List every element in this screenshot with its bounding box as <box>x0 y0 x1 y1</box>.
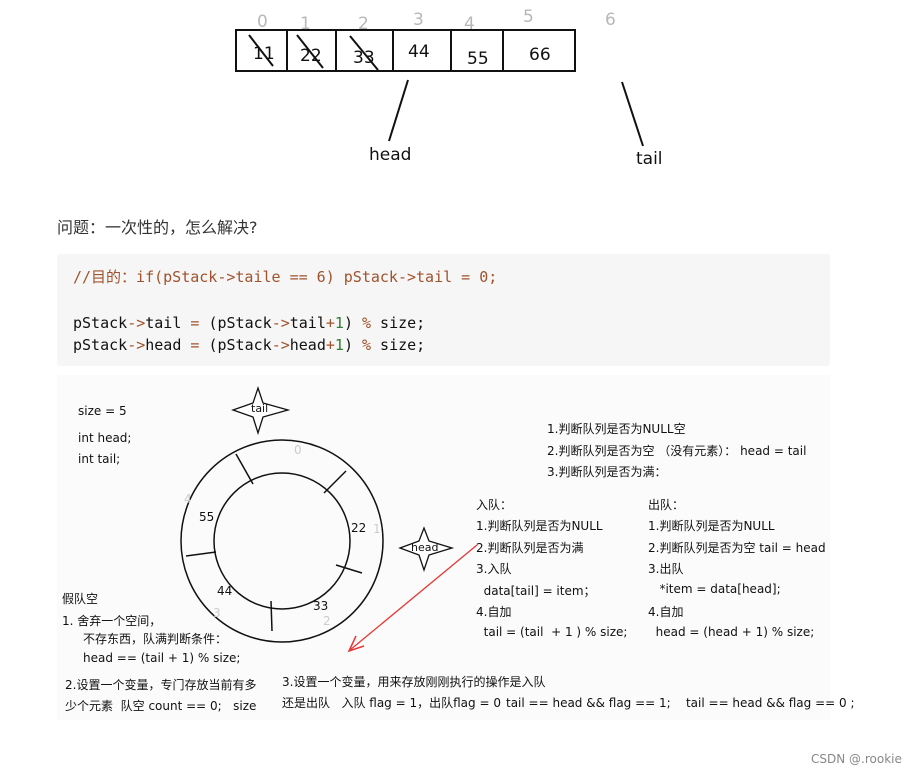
enqueue-step: 4.自加 <box>476 605 512 619</box>
ring-index-2: 2 <box>323 614 331 628</box>
array-boxes <box>235 29 644 147</box>
ring-value-44: 44 <box>217 584 233 598</box>
array-index-3: 3 <box>413 10 424 30</box>
code-token: tail <box>289 314 326 332</box>
dequeue-step: 4.自加 <box>648 605 684 619</box>
code-token: 1 <box>334 314 344 332</box>
ring-value-55: 55 <box>199 510 215 524</box>
array-index-6: 6 <box>605 10 616 30</box>
code-token: head <box>289 336 326 354</box>
method2-line: 少个元素 队空 count == 0; size <box>65 699 257 713</box>
fake-empty-line: head == (tail + 1) % size; <box>83 651 241 665</box>
dequeue-step: *item = data[head]; <box>648 582 781 596</box>
array-cell-1: 22 <box>300 46 322 66</box>
code-line-tail: pStack->tail = (pStack->tail+1) % size; <box>73 314 425 332</box>
code-block: //目的：if(pStack->taile == 6) pStack->tail… <box>57 254 830 366</box>
array-cell-5: 66 <box>529 45 551 65</box>
code-token: % <box>362 336 372 354</box>
code-token: 1 <box>334 336 344 354</box>
code-token: + <box>325 336 335 354</box>
check-line-1: 1.判断队列是否为NULL空 <box>547 422 686 436</box>
array-index-2: 2 <box>358 14 369 34</box>
array-cell-0: 11 <box>253 44 275 64</box>
code-token: -> <box>271 314 290 332</box>
code-token: (pStack <box>199 314 272 332</box>
dequeue-title: 出队： <box>648 498 685 512</box>
check-line-3: 3.判断队列是否为满： <box>547 465 667 479</box>
array-index-1: 1 <box>300 14 311 34</box>
method3-line: tail == head && flag == 1; tail == head … <box>506 696 855 710</box>
head-pointer-label: head <box>369 145 412 165</box>
code-token: = <box>190 314 200 332</box>
code-token: -> <box>127 314 146 332</box>
ring-index-1: 1 <box>373 522 381 536</box>
code-token: pStack <box>73 336 128 354</box>
array-cell-2: 33 <box>353 48 375 68</box>
dequeue-step: 2.判断队列是否为空 tail = head <box>648 541 826 555</box>
method3-line: 还是出队 入队 flag = 1，出队flag = 0 <box>282 696 501 710</box>
code-token: size; <box>371 336 426 354</box>
int-tail-label: int tail; <box>78 452 121 466</box>
enqueue-title: 入队： <box>476 498 513 512</box>
head-star-label: head <box>411 541 439 554</box>
ring-index-4: 4 <box>184 492 192 506</box>
code-token: size; <box>371 314 426 332</box>
enqueue-step: 3.入队 <box>476 562 512 576</box>
code-token: pStack <box>73 314 128 332</box>
int-head-label: int head; <box>78 431 132 445</box>
ring-value-22: 22 <box>351 521 367 535</box>
question-text: 问题：一次性的，怎么解决? <box>57 218 258 237</box>
size-label: size = 5 <box>78 404 127 418</box>
code-line-head: pStack->head = (pStack->head+1) % size; <box>73 336 425 354</box>
enqueue-step: 2.判断队列是否为满 <box>476 541 584 555</box>
array-index-0: 0 <box>257 12 268 32</box>
array-index-4: 4 <box>464 14 475 34</box>
ring-index-3: 3 <box>213 606 221 620</box>
code-token: head <box>145 336 191 354</box>
enqueue-step: tail = (tail + 1 ) % size; <box>476 625 628 639</box>
code-comment-line: //目的：if(pStack->taile == 6) pStack->tail… <box>73 268 498 286</box>
code-token: (pStack <box>199 336 272 354</box>
enqueue-step: 1.判断队列是否为NULL <box>476 519 603 533</box>
code-token: + <box>325 314 335 332</box>
method2-line: 2.设置一个变量，专门存放当前有多 <box>65 678 257 692</box>
array-cell-3: 44 <box>408 42 430 62</box>
code-token: ) <box>343 336 362 354</box>
code-token: tail <box>145 314 191 332</box>
code-token: = <box>190 336 200 354</box>
method3-line: 3.设置一个变量，用来存放刚刚执行的操作是入队 <box>282 675 546 689</box>
csdn-watermark: CSDN @.rookie <box>811 752 902 766</box>
fake-empty-line: 不存东西，队满判断条件： <box>83 632 228 646</box>
fake-empty-title: 假队空 <box>62 592 99 606</box>
ring-value-33: 33 <box>313 599 329 613</box>
check-line-2: 2.判断队列是否为空 （没有元素）： head = tail <box>547 444 807 458</box>
dequeue-step: 1.判断队列是否为NULL <box>648 519 775 533</box>
code-token: -> <box>127 336 146 354</box>
code-token: % <box>362 314 372 332</box>
tail-pointer-label: tail <box>636 149 663 169</box>
tail-star-label: tail <box>251 402 269 415</box>
code-token: ) <box>343 314 362 332</box>
enqueue-step: data[tail] = item； <box>476 584 596 598</box>
dequeue-step: head = (head + 1) % size; <box>648 625 815 639</box>
fake-empty-line: 1. 舍弃一个空间， <box>62 614 162 628</box>
dequeue-step: 3.出队 <box>648 562 684 576</box>
array-cell-4: 55 <box>467 49 489 69</box>
ring-index-0: 0 <box>294 443 302 457</box>
code-token: -> <box>271 336 290 354</box>
array-index-5: 5 <box>523 7 534 27</box>
